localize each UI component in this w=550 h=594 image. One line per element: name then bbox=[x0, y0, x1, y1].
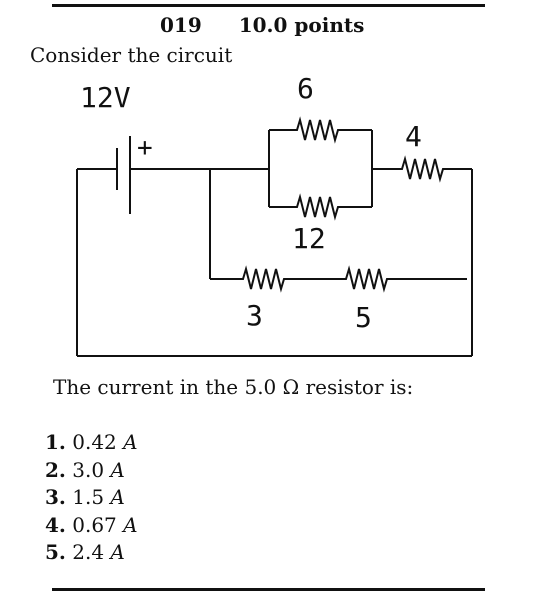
battery-voltage-label: 12V bbox=[80, 81, 131, 114]
resistor-6-label: 6 bbox=[297, 72, 314, 105]
question-text: The current in the 5.0 Ω resistor is: bbox=[53, 375, 414, 399]
intro-text: Consider the circuit bbox=[30, 43, 233, 67]
resistor-4-label: 4 bbox=[405, 120, 422, 153]
top-rule bbox=[52, 4, 485, 7]
choice-2[interactable]: 2. 3.0 A bbox=[45, 457, 125, 482]
resistor-12-label: 12 bbox=[292, 222, 326, 255]
answer-choices: 1. 0.42 A 2. 3.0 A 3. 1.5 A 4. 0.67 A 5.… bbox=[45, 429, 138, 567]
choice-5[interactable]: 5. 2.4 A bbox=[45, 540, 125, 565]
resistor-4 bbox=[372, 155, 472, 183]
battery-plus-sign: + bbox=[137, 133, 153, 163]
question-points: 10.0 points bbox=[238, 13, 365, 37]
choice-1[interactable]: 1. 0.42 A bbox=[45, 430, 138, 454]
question-header: 019 10.0 points bbox=[160, 13, 364, 37]
resistor-3-label: 3 bbox=[246, 299, 263, 332]
resistor-5-label: 5 bbox=[355, 301, 372, 334]
resistor-3 bbox=[210, 265, 321, 293]
resistor-5 bbox=[321, 265, 467, 293]
bottom-rule bbox=[52, 588, 485, 591]
resistor-12 bbox=[269, 193, 372, 221]
question-number: 019 bbox=[160, 13, 202, 37]
choice-4[interactable]: 4. 0.67 A bbox=[45, 512, 138, 537]
resistor-6 bbox=[269, 116, 372, 144]
choice-3[interactable]: 3. 1.5 A bbox=[45, 485, 125, 510]
